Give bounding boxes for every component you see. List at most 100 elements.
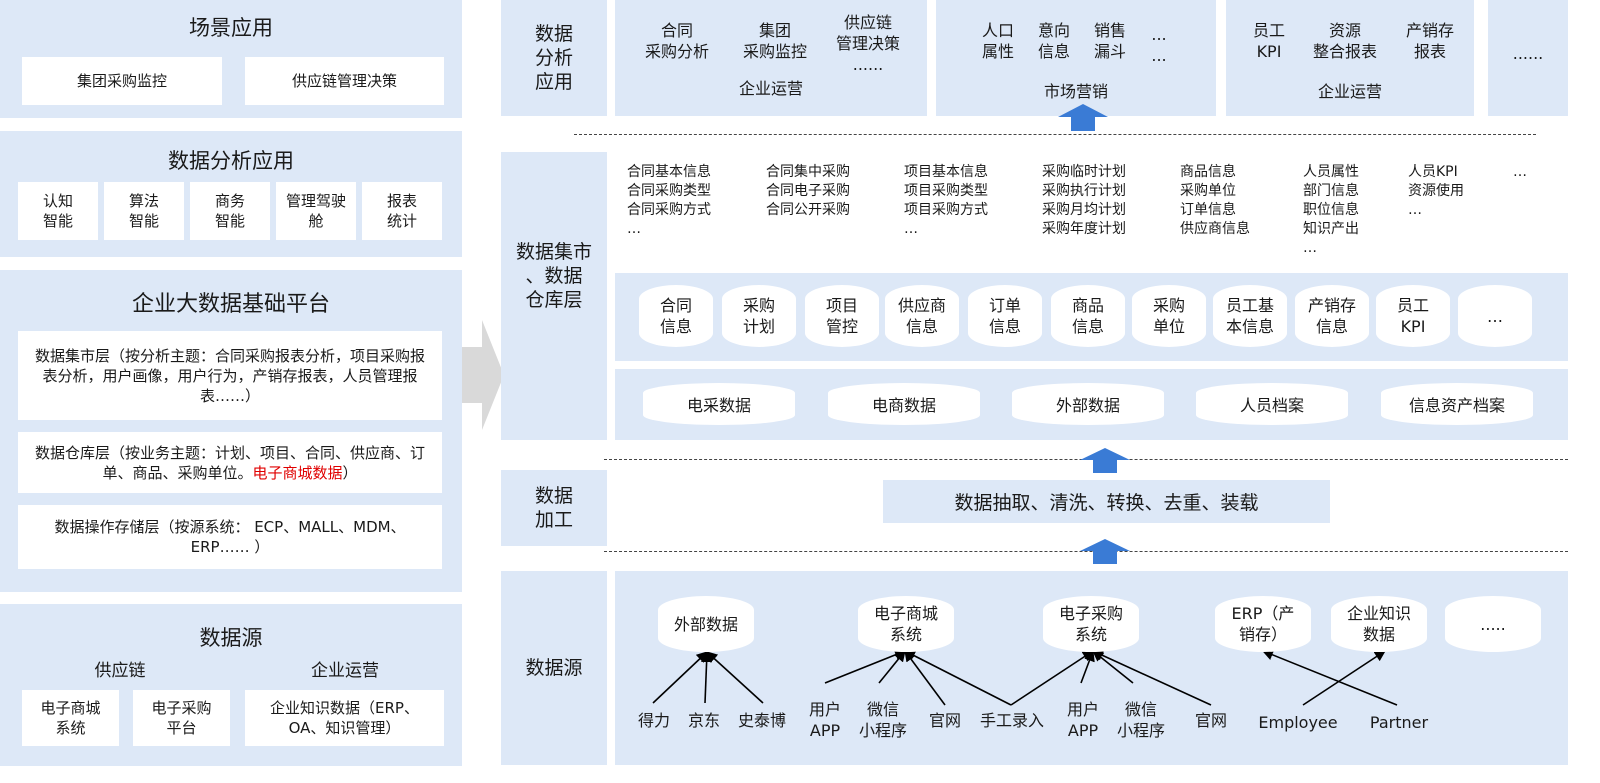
dw-cylinder: 商品 信息	[1051, 285, 1125, 347]
app-item: 合同 采购分析	[644, 21, 709, 61]
mart-column: 项目基本信息 项目采购类型 项目采购方式 …	[904, 164, 988, 237]
app-item: 产销存 报表	[1405, 21, 1454, 61]
source-item: 官网	[928, 711, 961, 730]
dw-cylinder: 员工基 本信息	[1213, 285, 1287, 347]
ods-cylinder: 外部数据	[1012, 383, 1164, 425]
dashed-divider	[604, 551, 1568, 552]
row-label-analysis: 数据 分析 应用	[501, 0, 607, 116]
mart-column: 商品信息 采购单位 订单信息 供应商信息	[1180, 164, 1250, 237]
dw-cylinder: 项目 管控	[805, 285, 879, 347]
analysis-item: 管理驾驶 舱	[276, 182, 356, 240]
mart-column: …	[1513, 164, 1527, 180]
app-item: ......	[1512, 44, 1544, 63]
app-item: 员工 KPI	[1252, 21, 1285, 61]
up-arrow-icon	[1080, 448, 1130, 473]
process-text: 数据抽取、清洗、转换、去重、装载	[954, 492, 1259, 514]
source-item: 官网	[1194, 711, 1227, 730]
ods-cylinder-panel: 电采数据 电商数据 外部数据 人员档案 信息资产档案	[615, 369, 1568, 440]
up-arrow-icon	[1080, 539, 1130, 564]
source-connector-lines	[652, 649, 1398, 706]
source-item: 用户 APP	[1066, 700, 1099, 740]
analysis-item: 报表 统计	[362, 182, 442, 240]
dw-cylinder: 订单 信息	[968, 285, 1042, 347]
analysis-item: 商务 智能	[190, 182, 270, 240]
app-group-more: ......	[1488, 0, 1568, 116]
scenario-item: 集团采购监控	[22, 57, 222, 105]
source-cylinder: 电子商城 系统	[858, 596, 954, 652]
dw-cylinder: 产销存 信息	[1295, 285, 1369, 347]
dw-cylinder: …	[1458, 285, 1532, 347]
app-item: 资源 整合报表	[1312, 21, 1377, 61]
ods-cylinder: 信息资产档案	[1381, 383, 1533, 425]
source-panel: 数据源 供应链 企业运营 电子商城 系统 电子采购 平台 企业知识数据（ERP、…	[0, 604, 462, 766]
analysis-item: 认知 智能	[18, 182, 98, 240]
scenario-panel: 场景应用 集团采购监控 供应链管理决策	[0, 0, 462, 118]
source-item-text: 企业知识数据（ERP、OA、知识管理）	[270, 699, 419, 737]
dw-layer-suffix: ）	[342, 463, 358, 482]
source-item: Partner	[1369, 713, 1429, 732]
mart-column: 人员KPI 资源使用 …	[1408, 164, 1464, 218]
source-cylinder: 外部数据	[658, 596, 754, 652]
mart-layer-box: 数据集市层（按分析主题：合同采购报表分析，项目采购报表分析，用户画像，用户行为，…	[18, 331, 442, 420]
mart-column: 人员属性 部门信息 职位信息 知识产出 …	[1303, 164, 1359, 256]
ods-layer-box: 数据操作存储层（按源系统： ECP、MALL、MDM、ERP…… ）	[18, 505, 442, 569]
source-cylinder: 电子采购 系统	[1043, 596, 1139, 652]
analysis-panel: 数据分析应用 认知 智能 算法 智能 商务 智能 管理驾驶 舱 报表 统计	[0, 131, 462, 257]
mart-column: 合同基本信息 合同采购类型 合同采购方式 …	[627, 164, 711, 237]
source-item: Employee	[1258, 713, 1338, 732]
app-group-caption: 企业运营	[738, 79, 803, 98]
app-group-caption: 市场营销	[1043, 82, 1108, 101]
ods-cylinder: 人员档案	[1196, 383, 1348, 425]
dw-cylinder: 合同 信息	[639, 285, 713, 347]
source-item: 企业知识数据（ERP、OA、知识管理）	[245, 690, 444, 746]
process-box: 数据抽取、清洗、转换、去重、装载	[883, 480, 1330, 523]
source-cylinder: .....	[1445, 596, 1541, 652]
source-item: 微信 小程序	[858, 700, 907, 740]
source-item: 京东	[687, 711, 720, 730]
dw-layer-highlight: 电子商城数据	[252, 463, 343, 482]
scenario-title: 场景应用	[189, 16, 273, 40]
dashed-divider	[574, 134, 1536, 135]
dw-cylinder: 采购 计划	[722, 285, 796, 347]
row-label-mart: 数据集市 、数据 仓库层	[501, 152, 607, 440]
source-group-supply-chain: 供应链	[94, 661, 146, 681]
dw-layer-box: 数据仓库层（按业务主题：计划、项目、合同、供应商、订单、商品、采购单位。电子商城…	[18, 432, 442, 493]
ods-layer-text: 数据操作存储层（按源系统： ECP、MALL、MDM、ERP…… ）	[54, 518, 406, 556]
source-item: 电子商城 系统	[22, 690, 119, 746]
big-right-arrow-icon	[462, 320, 504, 430]
platform-title: 企业大数据基础平台	[131, 292, 330, 317]
source-item: 手工录入	[979, 711, 1044, 730]
mart-layer-text: 数据集市层（按分析主题：合同采购报表分析，项目采购报表分析，用户画像，用户行为，…	[34, 346, 425, 405]
app-item: 集团 采购监控	[742, 21, 807, 61]
row-label-process: 数据 加工	[501, 470, 607, 546]
source-diagram-panel: 外部数据 电子商城 系统 电子采购 系统 ERP（产 销存） 企业知识 数据 .…	[615, 571, 1568, 765]
app-group-marketing: 人口 属性 意向 信息 销售 漏斗 ... ... 市场营销	[936, 0, 1216, 116]
source-title: 数据源	[199, 626, 263, 650]
app-item: ... ...	[1151, 25, 1167, 65]
app-item: 供应链 管理决策 ......	[835, 13, 900, 74]
mart-column: 合同集中采购 合同电子采购 合同公开采购	[766, 164, 850, 218]
source-cylinder: ERP（产 销存）	[1215, 596, 1311, 652]
scenario-item: 供应链管理决策	[245, 57, 444, 105]
source-group-operations: 企业运营	[311, 661, 379, 681]
app-group-caption: 企业运营	[1317, 82, 1382, 101]
analysis-title: 数据分析应用	[168, 149, 294, 173]
mart-columns-area: 合同基本信息 合同采购类型 合同采购方式 … 合同集中采购 合同电子采购 合同公…	[615, 152, 1568, 267]
dw-cylinder: 员工 KPI	[1376, 285, 1450, 347]
dw-cylinder: 采购 单位	[1132, 285, 1206, 347]
source-item: 用户 APP	[808, 700, 841, 740]
source-cylinder: 企业知识 数据	[1331, 596, 1427, 652]
analysis-item: 算法 智能	[104, 182, 184, 240]
dw-layer-text: 数据仓库层（按业务主题：计划、项目、合同、供应商、订单、商品、采购单位。电子商城…	[28, 443, 432, 483]
app-item: 意向 信息	[1037, 21, 1070, 61]
platform-panel: 企业大数据基础平台 数据集市层（按分析主题：合同采购报表分析，项目采购报表分析，…	[0, 270, 462, 592]
dw-cylinder: 供应商 信息	[885, 285, 959, 347]
source-item: 史泰博	[737, 711, 786, 730]
app-item: 销售 漏斗	[1093, 21, 1126, 61]
ods-cylinder: 电采数据	[643, 383, 795, 425]
up-arrow-icon	[1058, 104, 1108, 131]
row-label-source: 数据源	[501, 571, 607, 765]
dw-cylinder-panel: 合同 信息 采购 计划 项目 管控 供应商 信息 订单 信息 商品 信息 采购 …	[615, 273, 1568, 361]
source-item: 电子采购 平台	[133, 690, 230, 746]
dw-layer-prefix: 数据仓库层（按业务主题：计划、项目、合同、供应商、订单、商品、采购单位。	[34, 443, 425, 482]
